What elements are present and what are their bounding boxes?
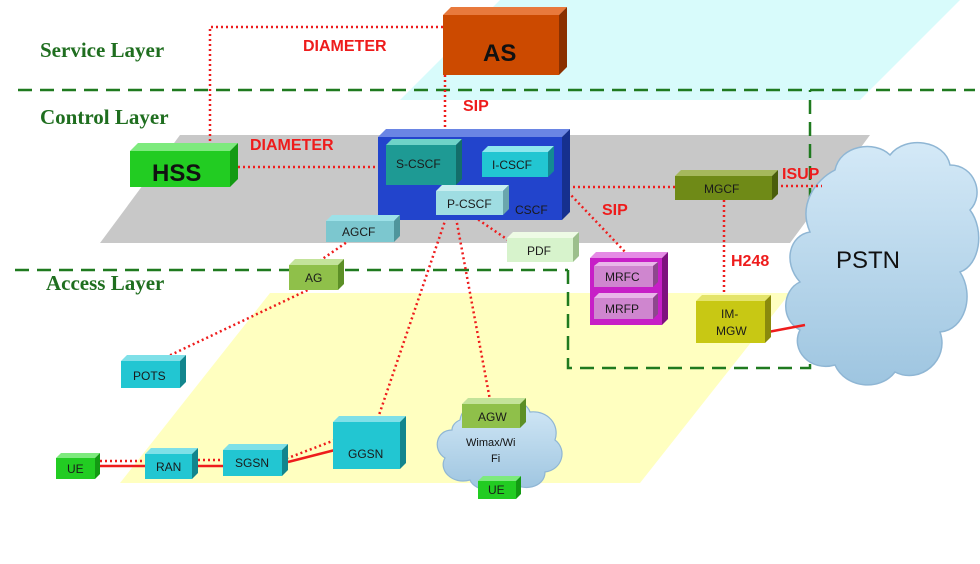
s-cscf-node: S-CSCF — [386, 139, 462, 185]
mrfc-node: MRFC — [594, 262, 658, 287]
agw-label: AGW — [478, 410, 507, 424]
bearer-immgw-pstn — [767, 323, 806, 334]
h248-label: H248 — [731, 253, 769, 270]
sip-as-label: SIP — [463, 98, 489, 115]
pdf-node: PDF — [507, 232, 579, 262]
as-node: AS — [443, 7, 567, 75]
sip-mgcf-label: SIP — [602, 202, 628, 219]
mrfp-label: MRFP — [605, 302, 639, 316]
agcf-node: AGCF — [326, 215, 400, 242]
access-plane — [120, 293, 790, 483]
pots-node: POTS — [121, 355, 186, 388]
link-ag-pots — [159, 286, 313, 362]
control-layer-label: Control Layer — [40, 105, 169, 129]
ran-node: RAN — [145, 448, 198, 479]
media-gateway-region — [566, 90, 812, 370]
ue-left-node: UE — [56, 453, 100, 479]
hss-node: HSS — [130, 143, 238, 187]
im-mgw-label-line1: IM- — [721, 307, 738, 321]
pdf-label: PDF — [527, 244, 551, 258]
bearer-links — [100, 323, 806, 468]
p-cscf-label: P-CSCF — [447, 197, 492, 211]
im-mgw-node: IM- MGW — [696, 295, 771, 343]
ggsn-label: GGSN — [348, 447, 383, 461]
ran-label: RAN — [156, 460, 181, 474]
diameter-hss-label: DIAMETER — [250, 137, 334, 154]
i-cscf-label: I-CSCF — [492, 158, 532, 172]
pots-label: POTS — [133, 369, 166, 383]
access-layer-label: Access Layer — [46, 271, 164, 295]
mgcf-label: MGCF — [704, 182, 739, 196]
cscf-label: CSCF — [515, 203, 548, 217]
ue-bottom-label: UE — [488, 483, 505, 497]
isup-label: ISUP — [782, 166, 820, 183]
diameter-as-label: DIAMETER — [303, 38, 387, 55]
ag-label: AG — [305, 271, 322, 285]
link-pcscf-agw — [454, 217, 492, 401]
i-cscf-node: I-CSCF — [482, 146, 554, 177]
as-label: AS — [483, 40, 516, 67]
im-mgw-label-line2: MGW — [716, 324, 747, 338]
ag-node: AG — [289, 259, 344, 290]
ue-left-label: UE — [67, 462, 84, 476]
link-as-hss — [208, 25, 443, 145]
signaling-links — [100, 25, 822, 463]
sgsn-label: SGSN — [235, 456, 269, 470]
agw-node: AGW — [462, 398, 526, 428]
service-layer-label: Service Layer — [40, 38, 164, 62]
mgcf-node: MGCF — [675, 170, 778, 200]
sgsn-node: SGSN — [223, 444, 288, 476]
ue-bottom-node: UE — [478, 476, 521, 499]
pstn-cloud: PSTN — [785, 141, 980, 386]
mrfc-label: MRFC — [605, 270, 640, 284]
hss-label: HSS — [152, 160, 201, 187]
ggsn-node: GGSN — [333, 416, 406, 469]
wimax-label-line1: Wimax/Wi — [466, 437, 516, 449]
link-agcf-ag — [317, 238, 351, 264]
pstn-label: PSTN — [836, 247, 900, 274]
s-cscf-label: S-CSCF — [396, 157, 441, 171]
agcf-label: AGCF — [342, 225, 375, 239]
link-pcscf-ggsn — [376, 217, 448, 419]
mrfp-node: MRFP — [594, 293, 658, 319]
wimax-label-line2: Fi — [491, 453, 500, 465]
p-cscf-node: P-CSCF — [436, 185, 509, 215]
link-ggsn-sgsn-dotted — [287, 438, 336, 460]
bearer-sgsn-ggsn — [287, 448, 336, 464]
